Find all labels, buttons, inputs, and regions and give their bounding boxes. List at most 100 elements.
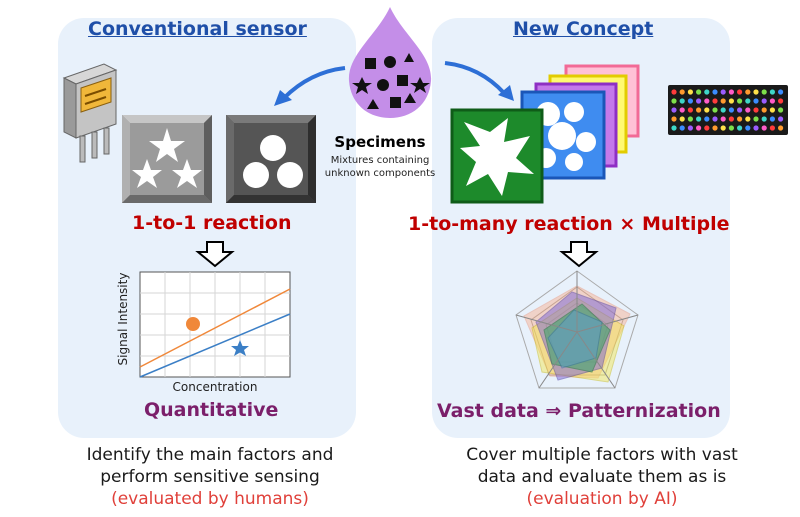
specimens-description-line1: Mixtures containing <box>330 155 430 166</box>
chip-led-dot <box>720 125 726 131</box>
chip-led-dot <box>696 116 702 122</box>
chip-led-dot <box>704 125 710 131</box>
specimens-description: Mixtures containing unknown components <box>308 154 452 180</box>
chip-led-dot <box>704 98 710 104</box>
chart-marker-star <box>231 340 249 356</box>
chip-led-dot <box>761 98 767 104</box>
chip-led-dot <box>728 89 734 95</box>
chip-led-dot <box>753 116 759 122</box>
conventional-caption-line2: perform sensitive sensing <box>100 467 320 487</box>
chip-led-dot <box>679 89 685 95</box>
chip-led-dot <box>745 125 751 131</box>
chart-x-axis-label: Concentration <box>172 380 258 394</box>
new-concept-caption-note: (evaluation by AI) <box>526 489 678 509</box>
chip-led-dot <box>769 89 775 95</box>
sensor-device-icon <box>62 63 118 163</box>
circle-sensor-tile <box>226 115 316 203</box>
chip-led-dot <box>761 116 767 122</box>
chip-led-dot <box>753 98 759 104</box>
chip-led-dot <box>778 107 784 113</box>
chip-led-dot <box>737 125 743 131</box>
chip-led-dot <box>753 107 759 113</box>
quantitative-chart <box>139 271 291 378</box>
chart-marker-circle <box>186 317 200 331</box>
chip-led-dot <box>687 116 693 122</box>
chip-led-dot <box>720 89 726 95</box>
one-to-many-reaction-label: 1-to-many reaction × Multiple <box>408 213 730 235</box>
chip-led-dot <box>769 98 775 104</box>
chip-led-dot <box>745 116 751 122</box>
chip-led-dot <box>745 107 751 113</box>
chip-led-dot <box>679 125 685 131</box>
chip-led-dot <box>720 116 726 122</box>
chart-line-blue <box>139 313 291 378</box>
multi-sensor-stack <box>450 64 640 204</box>
patternization-label: Vast data ⇒ Patternization <box>437 400 721 422</box>
pattern-radar-chart <box>515 270 639 389</box>
one-to-one-reaction-label: 1-to-1 reaction <box>132 212 292 234</box>
specimens-description-line2: unknown components <box>324 168 436 179</box>
chip-led-dot <box>712 98 718 104</box>
chip-led-dot <box>728 98 734 104</box>
chip-led-dot <box>704 107 710 113</box>
arrow-to-new-concept <box>444 61 514 101</box>
chart-line-orange <box>139 288 291 368</box>
chip-led-dot <box>745 89 751 95</box>
chip-led-dot <box>745 98 751 104</box>
arrow-to-conventional <box>274 66 346 106</box>
quantitative-label: Quantitative <box>144 399 279 421</box>
chip-led-dot <box>737 89 743 95</box>
chip-led-dot <box>761 125 767 131</box>
chip-led-dot <box>769 107 775 113</box>
chip-led-dot <box>737 116 743 122</box>
chip-led-dot <box>761 89 767 95</box>
chip-led-dot <box>720 107 726 113</box>
chip-led-dot <box>704 89 710 95</box>
chip-led-dot <box>687 107 693 113</box>
chip-led-dot <box>696 98 702 104</box>
chip-led-dot <box>737 98 743 104</box>
chip-led-dot <box>720 98 726 104</box>
chip-led-dot <box>687 89 693 95</box>
chip-led-dot <box>679 116 685 122</box>
conventional-sensor-title: Conventional sensor <box>88 18 307 40</box>
new-concept-caption: Cover multiple factors with vast data an… <box>412 444 792 510</box>
chip-led-dot <box>769 116 775 122</box>
new-concept-title: New Concept <box>513 18 654 40</box>
chip-led-dot <box>761 107 767 113</box>
chip-led-dot <box>679 107 685 113</box>
chip-led-dot <box>696 89 702 95</box>
specimen-drop-icon <box>348 7 432 118</box>
chip-led-dot <box>704 116 710 122</box>
chip-led-dot <box>778 89 784 95</box>
chip-led-dot <box>778 125 784 131</box>
chip-led-dot <box>778 116 784 122</box>
chip-led-dot <box>778 98 784 104</box>
conventional-caption: Identify the main factors and perform se… <box>20 444 400 510</box>
chip-led-dot <box>728 107 734 113</box>
conventional-caption-note: (evaluated by humans) <box>111 489 309 509</box>
chart-y-axis-label: Signal Intensity <box>116 272 130 366</box>
chip-led-dot <box>687 125 693 131</box>
specimens-label: Specimens <box>334 133 426 151</box>
chip-led-dot <box>687 98 693 104</box>
chip-led-dot <box>696 125 702 131</box>
chip-led-dot <box>671 116 677 122</box>
chip-led-dot <box>728 125 734 131</box>
star-sensor-tile <box>122 115 212 203</box>
new-concept-caption-line2: data and evaluate them as is <box>477 467 727 487</box>
chip-led-dot <box>712 107 718 113</box>
down-arrow-right-icon <box>559 241 599 268</box>
chip-led-dot <box>671 89 677 95</box>
chip-led-dot <box>696 107 702 113</box>
chip-led-dot <box>671 98 677 104</box>
chip-led-dot <box>769 125 775 131</box>
chip-led-dot <box>671 125 677 131</box>
sensor-array-chip <box>668 85 788 135</box>
chip-led-dot <box>728 116 734 122</box>
conventional-caption-line1: Identify the main factors and <box>86 445 334 465</box>
chip-led-dot <box>712 125 718 131</box>
chip-led-dot <box>737 107 743 113</box>
new-concept-caption-line1: Cover multiple factors with vast <box>466 445 738 465</box>
chip-led-dot <box>753 89 759 95</box>
